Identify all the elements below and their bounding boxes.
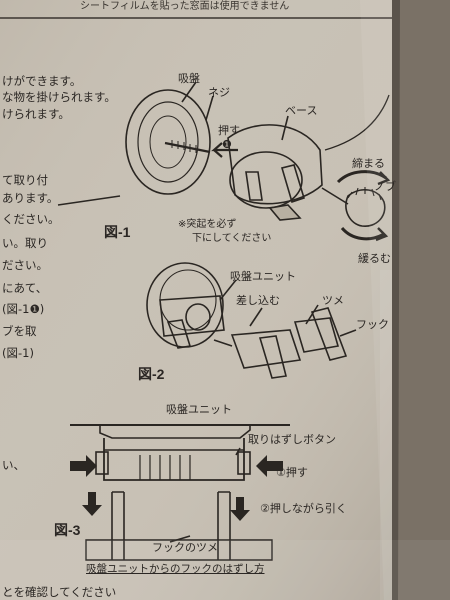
- left-text-line: (図-1❶): [2, 302, 45, 316]
- fig2-suction-unit-label: 吸盤ユニット: [230, 270, 296, 283]
- left-text-line: な物を掛けられます。: [2, 90, 116, 104]
- left-text-line: あります。: [2, 191, 59, 205]
- left-text-line: い。取り: [2, 236, 48, 250]
- figure3-drawing: [70, 424, 290, 561]
- fig3-caption: 吸盤ユニットからのフックのはずし方: [86, 563, 265, 575]
- figure1-drawing: [57, 81, 391, 242]
- fig1-note-line1: ※突起を必ず: [178, 219, 237, 230]
- left-text-line: けができます。: [2, 74, 82, 88]
- fig1-suction-cup-label: 吸盤: [178, 72, 200, 85]
- fig1-tighten-label: 締まる: [352, 157, 385, 170]
- fig3-step1-label: ①押す: [276, 466, 308, 479]
- left-text-line: けられます。: [2, 107, 70, 121]
- fig3-hook-claw-label: フックのツメ: [152, 541, 218, 554]
- fig2-hook-label: フック: [356, 318, 389, 331]
- fig3-suction-unit-label: 吸盤ユニット: [166, 403, 232, 416]
- fig1-screw-label: ネジ: [208, 86, 230, 99]
- fig3-label: 図-3: [54, 522, 81, 538]
- fig1-step-mark: ❶: [222, 138, 232, 151]
- fig1-base-label: ベース: [285, 104, 318, 117]
- left-text-line: にあて、: [2, 281, 48, 295]
- left-text-line: ださい。: [2, 258, 48, 272]
- left-text-line: ブを取: [2, 324, 37, 338]
- left-text-line: とを確認してください: [2, 585, 117, 599]
- fig1-label: 図-1: [104, 224, 131, 240]
- fig2-claw-label: ツメ: [322, 294, 344, 307]
- left-text-line: (図-1): [2, 346, 34, 360]
- fig1-push-label: 押す: [218, 124, 240, 137]
- fig2-label: 図-2: [138, 366, 165, 382]
- fig1-loosen-label: 緩るむ: [358, 252, 391, 265]
- left-text-line: い、: [2, 458, 25, 472]
- figure2-drawing: [146, 262, 357, 379]
- fig2-insert-label: 差し込む: [236, 294, 280, 307]
- left-text-line: て取り付: [2, 173, 48, 187]
- left-text-line: ください。: [2, 212, 60, 226]
- fig3-step2-label: ②押しながら引く: [260, 502, 347, 515]
- fig1-knob-label: ノブ: [374, 180, 396, 193]
- top-cut-text: シートフィルムを貼った窓面は使用できません: [80, 1, 290, 12]
- fig3-release-button-label: 取りはずしボタン: [248, 433, 336, 446]
- fig1-note-line2: 下にしてください: [192, 233, 272, 244]
